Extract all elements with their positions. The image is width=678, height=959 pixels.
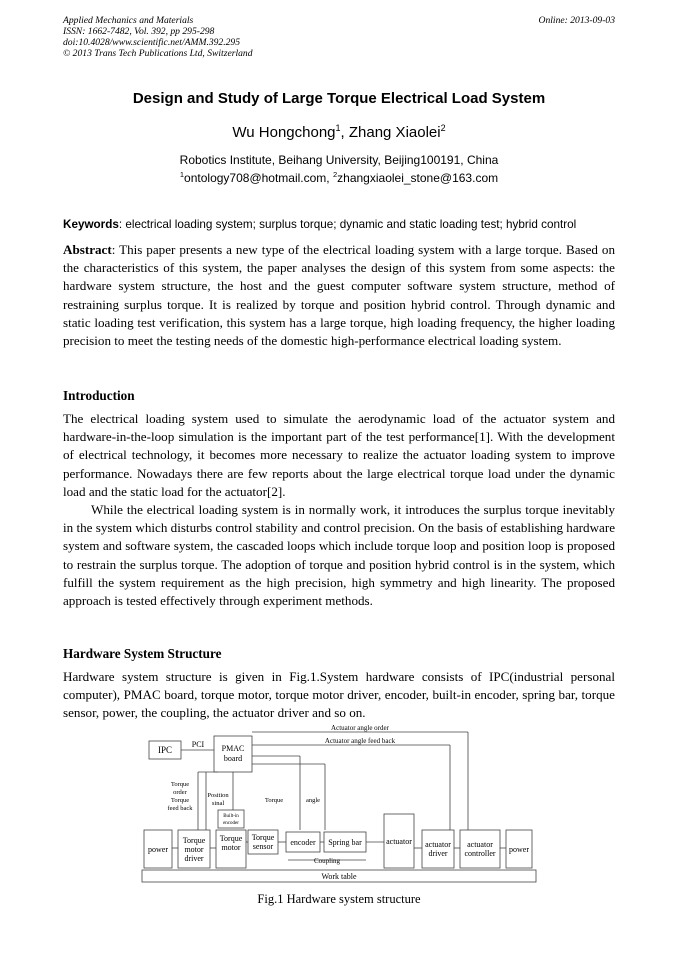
- pmac-label-2: board: [224, 754, 242, 763]
- spring-bar-label: Spring bar: [328, 838, 362, 847]
- tm-label-2: motor: [221, 843, 240, 852]
- actuator-label: actuator: [386, 837, 412, 846]
- torque-order-label-3: Torque: [171, 797, 189, 804]
- affiliation: Robotics Institute, Beihang University, …: [179, 153, 499, 167]
- builtin-label-2: encoder: [223, 821, 239, 826]
- email-2: zhangxiaolei_stone@163.com: [337, 171, 499, 185]
- author-1: Wu Hongchong: [232, 124, 336, 141]
- torque-order-label-2: order: [173, 789, 188, 796]
- author-2-sup: 2: [440, 123, 446, 133]
- author-separator: ,: [340, 124, 349, 141]
- power-left-box: [143, 829, 173, 869]
- keywords-label: Keywords: [63, 218, 119, 231]
- actuator-box: [383, 813, 415, 869]
- ad-label-2: driver: [428, 849, 447, 858]
- encoder-label: encoder: [290, 838, 316, 847]
- work-table-label: Work table: [321, 872, 357, 881]
- paper-title: Design and Study of Large Torque Electri…: [132, 90, 546, 107]
- builtin-label-1: Built-in: [223, 814, 239, 819]
- angle-label: angle: [306, 797, 320, 804]
- keywords-text: : electrical loading system; surplus tor…: [118, 218, 577, 231]
- torque-order-label-1: Torque: [171, 781, 189, 788]
- abstract-label: Abstract: [63, 242, 112, 257]
- online-date: Online: 2013-09-03: [538, 15, 615, 26]
- doi-line: doi:10.4028/www.scientific.net/AMM.392.2…: [63, 37, 241, 48]
- torque-order-label-4: feed back: [167, 805, 193, 812]
- ts-label-1: Torque: [252, 833, 275, 842]
- ad-label-1: actuator: [425, 840, 451, 849]
- author-2: Zhang Xiaolei: [348, 124, 441, 141]
- authors: Wu Hongchong1, Zhang Xiaolei2: [0, 123, 678, 141]
- pmac-label-1: PMAC: [222, 744, 245, 753]
- email-1: ontology708@hotmail.com,: [184, 171, 333, 185]
- introduction-heading: Introduction: [63, 388, 135, 403]
- work-table-box: [141, 869, 537, 883]
- power-left-label: power: [148, 845, 168, 854]
- email-2-sup: 2: [332, 170, 338, 179]
- actuator-feedback-label: Actuator angle feed back: [325, 737, 396, 745]
- abstract: Abstract: This paper presents a new type…: [63, 241, 615, 350]
- ipc-label: IPC: [158, 745, 172, 755]
- emails: 1ontology708@hotmail.com, 2zhangxiaolei_…: [0, 170, 678, 185]
- hardware-structure-figure: IPC PCI PMAC board Actuator angle order …: [141, 724, 537, 883]
- torque-label: Torque: [265, 797, 283, 804]
- power-right-box: [505, 829, 533, 869]
- ts-label-2: sensor: [253, 842, 274, 851]
- author-1-sup: 1: [335, 123, 341, 133]
- tmd-label-3: driver: [184, 854, 203, 863]
- copyright-line: © 2013 Trans Tech Publications Ltd, Swit…: [63, 48, 253, 59]
- introduction-paragraph-2: While the electrical loading system is i…: [63, 502, 616, 609]
- position-label-2: sinal: [212, 800, 224, 807]
- email-1-sup: 1: [179, 170, 185, 179]
- coupling-label: Coupling: [314, 857, 341, 865]
- hardware-paragraph: Hardware system structure is given in Fi…: [63, 669, 615, 721]
- actuator-order-label: Actuator angle order: [331, 724, 390, 732]
- issn-line: ISSN: 1662-7482, Vol. 392, pp 295-298: [63, 26, 215, 37]
- tm-label-1: Torque: [220, 834, 243, 843]
- built-in-encoder-box: [217, 809, 245, 829]
- torque-motor-driver-box: [177, 829, 211, 869]
- journal-name: Applied Mechanics and Materials: [63, 15, 194, 26]
- keywords: Keywords: electrical loading system; sur…: [63, 218, 623, 231]
- figure-caption: Fig.1 Hardware system structure: [257, 892, 421, 906]
- hardware-heading: Hardware System Structure: [63, 646, 222, 661]
- ac-label-1: actuator: [467, 840, 493, 849]
- ac-label-2: controller: [464, 849, 495, 858]
- actuator-driver-box: [421, 829, 455, 869]
- actuator-controller-box: [459, 829, 501, 869]
- abstract-text: : This paper presents a new type of the …: [63, 242, 615, 349]
- torque-motor-box: [215, 829, 247, 869]
- tmd-label-2: motor: [184, 845, 203, 854]
- position-label-1: Position: [207, 792, 229, 799]
- power-right-label: power: [509, 845, 529, 854]
- tmd-label-1: Torque: [183, 836, 206, 845]
- introduction-paragraph-1: The electrical loading system used to si…: [63, 411, 615, 499]
- pci-label: PCI: [192, 740, 205, 749]
